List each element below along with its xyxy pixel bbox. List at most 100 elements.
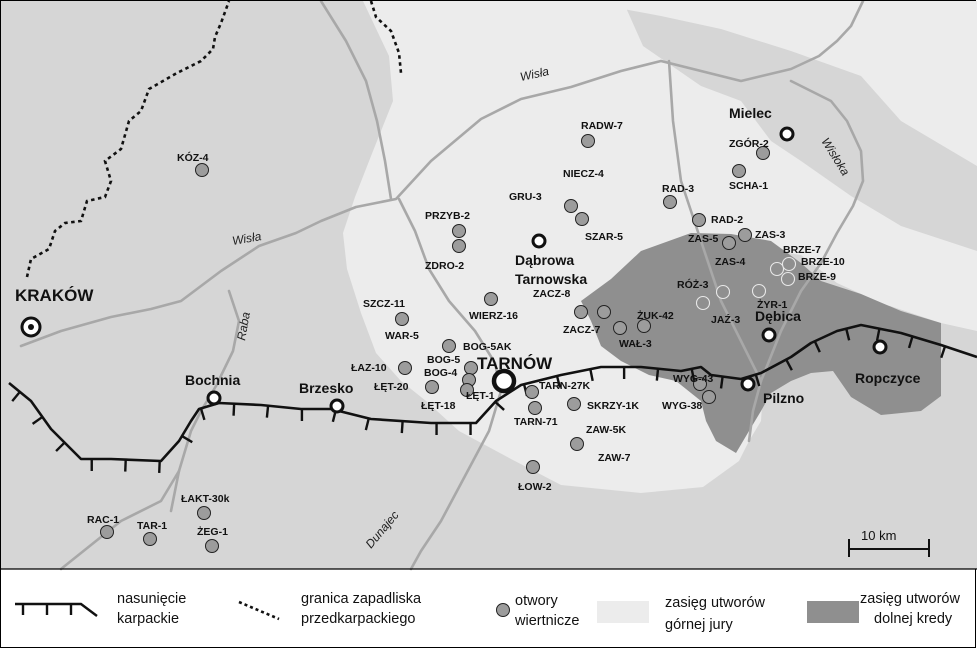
well-label: SZCZ-11 bbox=[363, 298, 405, 310]
well-label: BRZE-7 bbox=[783, 244, 821, 256]
well-label: ŁAKT-30k bbox=[181, 493, 230, 505]
well-marker bbox=[144, 533, 157, 546]
well-marker bbox=[723, 237, 736, 250]
well-marker bbox=[453, 240, 466, 253]
well-label: RAC-1 bbox=[87, 514, 119, 526]
legend-jurassic-extent: zasięg utworów górnej jury bbox=[597, 595, 765, 633]
well-marker bbox=[568, 398, 581, 411]
well-marker bbox=[399, 362, 412, 375]
well-marker bbox=[485, 293, 498, 306]
svg-text:wiertnicze: wiertnicze bbox=[514, 613, 579, 629]
overthrust-tooth bbox=[402, 421, 403, 433]
svg-text:Ropczyce: Ropczyce bbox=[855, 370, 921, 386]
well-label: WYG-38 bbox=[662, 400, 702, 412]
svg-text:TARNÓW: TARNÓW bbox=[477, 354, 553, 373]
well-marker bbox=[101, 526, 114, 539]
well-marker bbox=[565, 200, 578, 213]
well-label: ZGÓR-2 bbox=[729, 137, 769, 150]
well-marker bbox=[693, 214, 706, 227]
well-marker-open bbox=[753, 285, 766, 298]
svg-text:Tarnowska: Tarnowska bbox=[515, 271, 587, 287]
svg-text:Mielec: Mielec bbox=[729, 105, 772, 121]
svg-text:przedkarpackiego: przedkarpackiego bbox=[301, 611, 415, 627]
svg-text:zasięg utworów: zasięg utworów bbox=[860, 591, 960, 607]
well-label: TARN-71 bbox=[514, 416, 558, 428]
scale-label: 10 km bbox=[861, 528, 896, 543]
well-label: JAŹ-3 bbox=[711, 313, 740, 326]
well-label: BOG-5 bbox=[427, 354, 460, 366]
well-label: RADW-7 bbox=[581, 120, 623, 132]
well-marker bbox=[453, 225, 466, 238]
well-label: SZAR-5 bbox=[585, 231, 623, 243]
well-marker bbox=[196, 164, 209, 177]
well-label: ZAW-5K bbox=[586, 424, 626, 436]
well-label: RÓŻ-3 bbox=[677, 278, 709, 291]
well-label: GRU-3 bbox=[509, 191, 542, 203]
well-label: ZAS-4 bbox=[715, 256, 745, 268]
legend-foredeep-boundary: granica zapadliska przedkarpackiego bbox=[239, 591, 422, 627]
well-label: ZAS-3 bbox=[755, 229, 785, 241]
well-marker bbox=[529, 402, 542, 415]
well-label: WYG-43 bbox=[673, 373, 713, 385]
well-marker-open bbox=[771, 263, 784, 276]
legend-overthrust: nasunięcie karpackie bbox=[15, 591, 186, 627]
well-marker bbox=[527, 461, 540, 474]
svg-text:KRAKÓW: KRAKÓW bbox=[15, 286, 94, 305]
well-label: SCHA-1 bbox=[729, 180, 768, 192]
svg-text:zasięg utworów: zasięg utworów bbox=[665, 595, 765, 611]
well-label: BOG-4 bbox=[424, 367, 457, 379]
well-label: BOG-5AK bbox=[463, 341, 512, 353]
svg-text:dolnej kredy: dolnej kredy bbox=[874, 611, 953, 627]
well-label: NIECZ-4 bbox=[563, 168, 604, 180]
well-marker bbox=[426, 381, 439, 394]
well-label: TARN-27K bbox=[539, 380, 591, 392]
well-label: BRZE-9 bbox=[798, 271, 836, 283]
well-label: ŻYR-1 bbox=[757, 298, 787, 311]
well-label: SKRZY-1K bbox=[587, 400, 639, 412]
well-label: PRZYB-2 bbox=[425, 210, 470, 222]
well-marker bbox=[575, 306, 588, 319]
well-label: ZAW-7 bbox=[598, 452, 631, 464]
legend-boreholes: otwory wiertnicze bbox=[497, 593, 580, 629]
well-marker bbox=[598, 306, 611, 319]
well-label: ŁOW-2 bbox=[518, 481, 552, 493]
svg-text:Dąbrowa: Dąbrowa bbox=[515, 252, 574, 268]
well-label: WIERZ-16 bbox=[469, 310, 518, 322]
svg-text:granica zapadliska: granica zapadliska bbox=[301, 591, 422, 607]
legend: nasunięcie karpackie granica zapadliska … bbox=[15, 591, 960, 633]
well-label: ZDRO-2 bbox=[425, 260, 464, 272]
overthrust-tooth bbox=[234, 404, 235, 416]
svg-text:otwory: otwory bbox=[515, 593, 558, 609]
well-marker bbox=[465, 362, 478, 375]
svg-text:górnej jury: górnej jury bbox=[665, 617, 733, 633]
well-marker bbox=[664, 196, 677, 209]
svg-text:nasunięcie: nasunięcie bbox=[117, 591, 186, 607]
well-marker bbox=[576, 213, 589, 226]
well-label: ŁĘT-20 bbox=[374, 381, 409, 393]
well-label: KÓZ-4 bbox=[177, 151, 209, 164]
legend-cretaceous-extent: zasięg utworów dolnej kredy bbox=[807, 591, 960, 627]
well-marker-open bbox=[717, 286, 730, 299]
well-marker-open bbox=[782, 273, 795, 286]
well-label: WAR-5 bbox=[385, 330, 419, 342]
well-marker-open bbox=[783, 258, 796, 271]
well-label: RAD-3 bbox=[662, 183, 694, 195]
overthrust-tooth bbox=[267, 406, 268, 418]
overthrust-tooth bbox=[721, 377, 723, 389]
well-label: ŻEG-1 bbox=[197, 525, 228, 538]
well-marker bbox=[396, 313, 409, 326]
well-marker bbox=[526, 386, 539, 399]
well-label: ZAS-5 bbox=[688, 233, 718, 245]
well-label: ŁAZ-10 bbox=[351, 362, 387, 374]
well-label: ŁĘT-18 bbox=[421, 400, 456, 412]
well-label: ŻUK-42 bbox=[637, 309, 674, 322]
well-marker-open bbox=[697, 297, 710, 310]
svg-text:Bochnia: Bochnia bbox=[185, 372, 240, 388]
svg-text:Brzesko: Brzesko bbox=[299, 380, 353, 396]
well-label: ZACZ-8 bbox=[533, 288, 570, 300]
well-marker bbox=[198, 507, 211, 520]
well-marker bbox=[703, 391, 716, 404]
well-label: WAŁ-3 bbox=[619, 338, 652, 350]
svg-text:Pilzno: Pilzno bbox=[763, 390, 804, 406]
